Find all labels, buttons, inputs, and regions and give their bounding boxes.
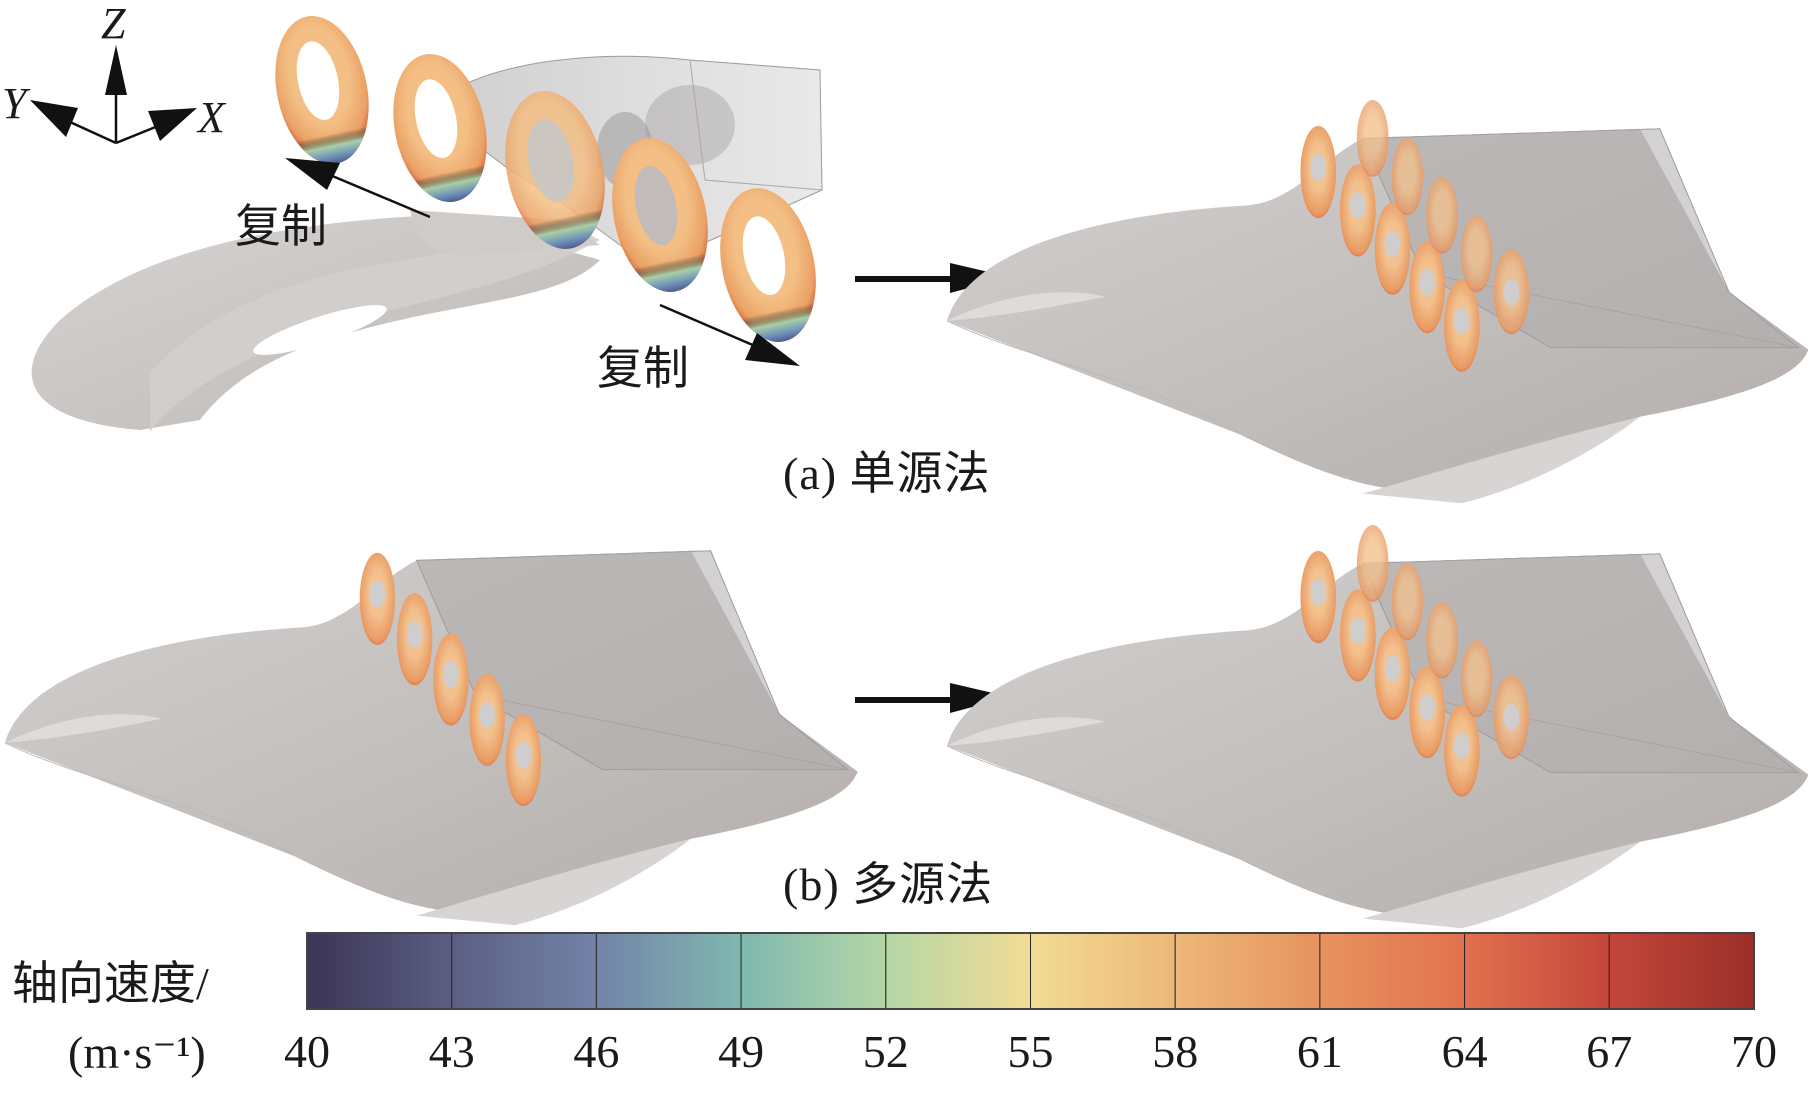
propeller-disk bbox=[1493, 249, 1530, 335]
colorbar-label-quantity: 轴向速度/ bbox=[12, 958, 209, 1009]
colorbar-label-unit: (m·s⁻¹) bbox=[68, 1027, 206, 1078]
panel-b-caption: (b) 多源法 bbox=[783, 859, 994, 910]
copy-label-right: 复制 bbox=[597, 343, 689, 394]
colorbar-tick-label: 55 bbox=[1007, 1026, 1054, 1077]
ring-slice bbox=[275, 16, 369, 164]
colorbar-segment bbox=[1608, 932, 1755, 1010]
propeller-disk bbox=[1340, 589, 1376, 682]
propeller-disk bbox=[1374, 202, 1411, 295]
propeller-disk bbox=[1300, 550, 1337, 644]
y-arrow-icon bbox=[30, 100, 78, 137]
colorbar-tick-label: 67 bbox=[1586, 1026, 1633, 1077]
colorbar-tick-label: 40 bbox=[284, 1026, 330, 1077]
ring-slice bbox=[393, 54, 487, 202]
colorbar-segment bbox=[1030, 932, 1176, 1010]
ring-slice bbox=[612, 138, 708, 292]
y-axis-label: Y bbox=[2, 79, 27, 128]
propeller-disk bbox=[505, 714, 542, 807]
panel-a-caption: (a) 单源法 bbox=[783, 448, 991, 499]
copy-arrow-left-line bbox=[329, 173, 431, 219]
propeller-disk bbox=[1460, 640, 1493, 717]
colorbar-segment bbox=[595, 932, 742, 1010]
colorbar-segment bbox=[1319, 932, 1466, 1010]
colorbar-segment bbox=[885, 932, 1031, 1010]
copy-arrow-left-icon bbox=[285, 158, 340, 190]
propeller-disk bbox=[1356, 100, 1389, 177]
propeller-disk bbox=[1409, 666, 1445, 759]
wing-strip-upper bbox=[150, 220, 600, 432]
propeller-disk bbox=[1460, 215, 1493, 292]
z-axis-label: Z bbox=[101, 0, 126, 48]
ring-slice bbox=[720, 188, 816, 342]
colorbar-tick-label: 46 bbox=[573, 1026, 620, 1077]
copy-label-left: 复制 bbox=[235, 201, 327, 252]
colorbar-segment bbox=[451, 932, 597, 1010]
propeller-disk bbox=[1493, 674, 1530, 760]
propeller-disk bbox=[1409, 241, 1445, 334]
colorbar-tick-label: 52 bbox=[862, 1026, 909, 1077]
propeller-disk bbox=[1374, 627, 1411, 720]
propeller-disk bbox=[1426, 176, 1458, 254]
colorbar-border bbox=[306, 932, 1755, 1010]
colorbar-tick-label: 64 bbox=[1441, 1026, 1488, 1077]
colorbar-tick-label: 49 bbox=[718, 1026, 765, 1077]
propeller-disk bbox=[1340, 164, 1376, 257]
propeller-disk bbox=[469, 673, 505, 766]
colorbar-segment bbox=[306, 932, 453, 1010]
propeller-disk bbox=[1443, 704, 1480, 797]
axes-triad-arrows bbox=[30, 45, 197, 145]
single-source-model bbox=[31, 16, 823, 432]
propeller-disk bbox=[1443, 279, 1480, 372]
copy-arrow-right-line bbox=[659, 303, 756, 348]
z-arrow-icon bbox=[105, 45, 127, 95]
colorbar-tick-label: 43 bbox=[428, 1026, 475, 1077]
x-axis-label: X bbox=[198, 93, 225, 142]
colorbar-tick-label: 61 bbox=[1296, 1026, 1343, 1077]
x-arrow-icon bbox=[148, 108, 197, 141]
colorbar-segment bbox=[1174, 932, 1321, 1010]
copy-arrow-right-icon bbox=[745, 333, 800, 366]
propeller-disk bbox=[1426, 601, 1458, 679]
colorbar-segment bbox=[1464, 932, 1610, 1010]
propeller-disk bbox=[1391, 138, 1424, 216]
propeller-disk bbox=[397, 593, 433, 686]
propeller-disk bbox=[1356, 525, 1389, 602]
propeller-disk bbox=[1300, 125, 1337, 219]
propeller-disk bbox=[433, 633, 469, 726]
propeller-disk bbox=[359, 552, 396, 645]
propeller-disk bbox=[1391, 563, 1424, 641]
ring-slice bbox=[505, 91, 605, 249]
colorbar-tick-label: 58 bbox=[1152, 1026, 1199, 1077]
colorbar-segment bbox=[740, 932, 887, 1010]
colorbar-tick-label: 70 bbox=[1731, 1026, 1777, 1077]
wing-loop-gap bbox=[253, 305, 387, 355]
